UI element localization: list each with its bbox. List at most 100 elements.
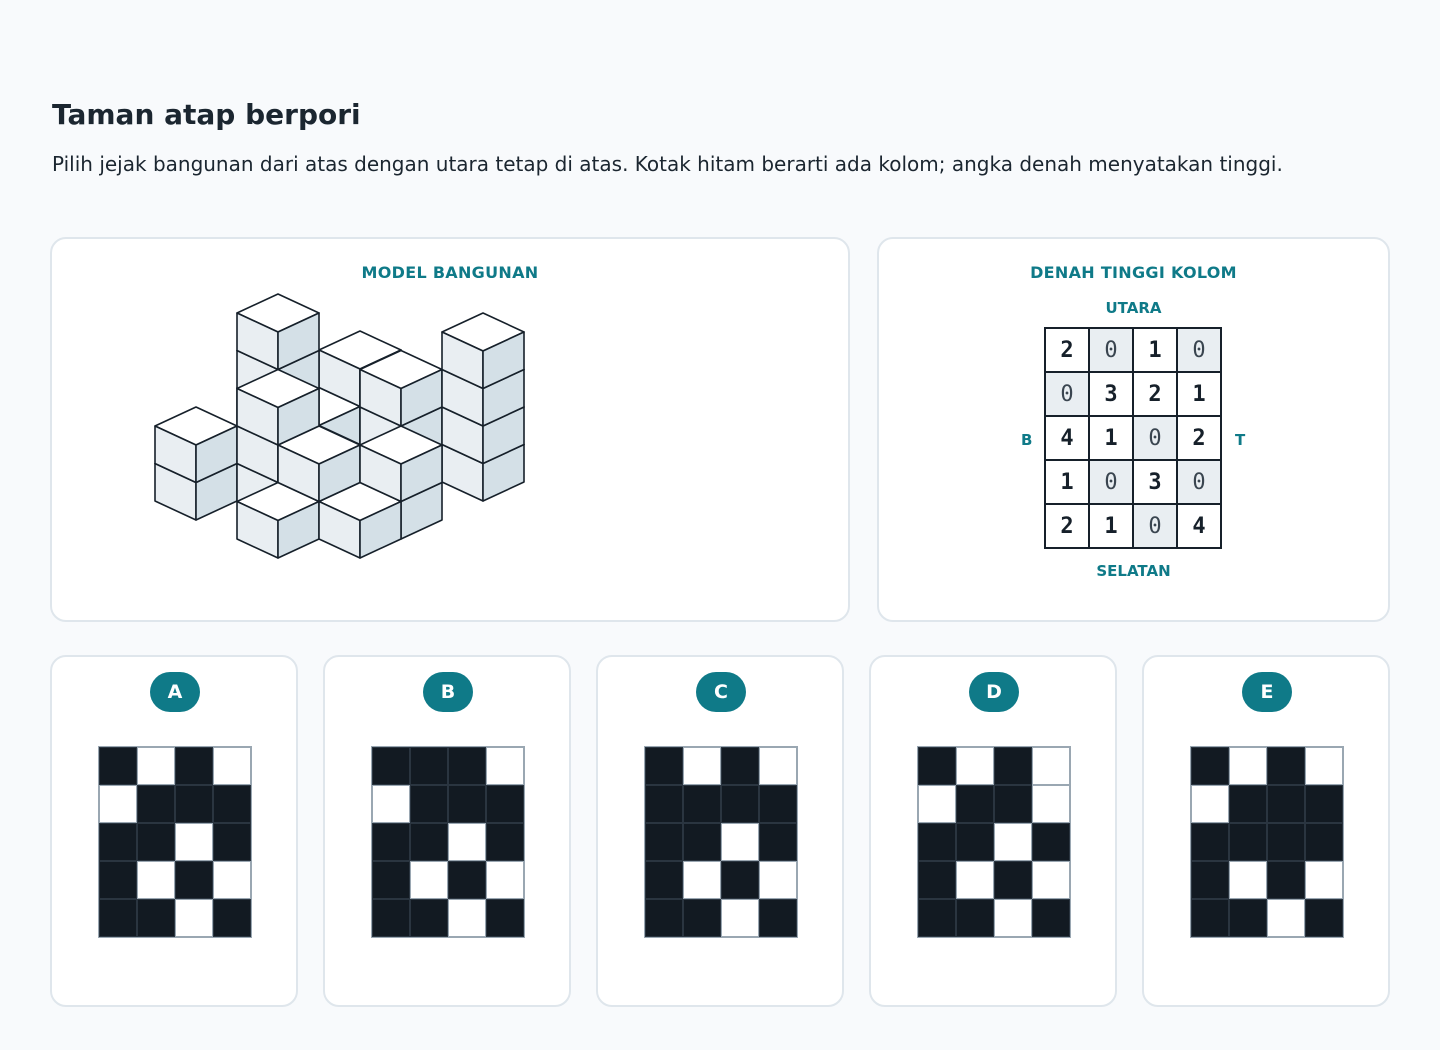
plan-cell: 1 xyxy=(1090,505,1134,549)
footprint-cell-filled xyxy=(918,861,956,899)
footprint-cell-filled xyxy=(137,899,175,937)
footprint-cell-filled xyxy=(1229,899,1267,937)
footprint-cell-filled xyxy=(1305,785,1343,823)
footprint-cell-filled xyxy=(99,861,137,899)
footprint-cell-filled xyxy=(1032,823,1070,861)
footprint-cell-filled xyxy=(448,747,486,785)
footprint-cell-filled xyxy=(956,785,994,823)
footprint-cell-filled xyxy=(99,823,137,861)
plan-cell: 0 xyxy=(1178,329,1222,373)
footprint-cell-filled xyxy=(1191,823,1229,861)
footprint-cell-filled xyxy=(99,747,137,785)
footprint-cell-filled xyxy=(486,899,524,937)
plan-cell: 3 xyxy=(1090,373,1134,417)
footprint-cell-empty xyxy=(372,785,410,823)
footprint-cell-empty xyxy=(175,823,213,861)
option-card-b[interactable]: B xyxy=(323,655,571,1007)
plan-cell: 0 xyxy=(1178,461,1222,505)
footprint-cell-filled xyxy=(1267,747,1305,785)
plan-cell: 4 xyxy=(1046,417,1090,461)
footprint-cell-filled xyxy=(137,785,175,823)
plan-cell: 1 xyxy=(1134,329,1178,373)
west-label: B xyxy=(1021,431,1033,449)
option-card-a[interactable]: A xyxy=(50,655,298,1007)
footprint-cell-empty xyxy=(918,785,956,823)
footprint-cell-filled xyxy=(683,823,721,861)
footprint-cell-empty xyxy=(486,747,524,785)
footprint-cell-filled xyxy=(213,823,251,861)
footprint-cell-filled xyxy=(175,747,213,785)
footprint-cell-empty xyxy=(1229,861,1267,899)
footprint-cell-filled xyxy=(994,785,1032,823)
option-card-e[interactable]: E xyxy=(1142,655,1390,1007)
footprint-grid xyxy=(644,746,798,938)
footprint-cell-empty xyxy=(759,747,797,785)
footprint-cell-filled xyxy=(1191,899,1229,937)
footprint-cell-filled xyxy=(372,747,410,785)
footprint-cell-filled xyxy=(213,899,251,937)
footprint-cell-empty xyxy=(1191,785,1229,823)
option-badge: C xyxy=(696,672,746,712)
plan-cell: 2 xyxy=(1178,417,1222,461)
option-badge: A xyxy=(150,672,200,712)
footprint-cell-empty xyxy=(410,861,448,899)
footprint-cell-filled xyxy=(994,861,1032,899)
footprint-cell-filled xyxy=(994,747,1032,785)
footprint-cell-empty xyxy=(137,747,175,785)
page-title: Taman atap berpori xyxy=(52,98,361,131)
instructions-text: Pilih jejak bangunan dari atas dengan ut… xyxy=(52,152,1283,176)
plan-cell: 0 xyxy=(1134,505,1178,549)
footprint-cell-filled xyxy=(759,823,797,861)
cube-face xyxy=(277,387,320,446)
option-badge: B xyxy=(423,672,473,712)
footprint-cell-filled xyxy=(683,785,721,823)
cube-face xyxy=(482,331,525,390)
east-label: T xyxy=(1235,431,1246,449)
footprint-cell-empty xyxy=(486,861,524,899)
footprint-cell-empty xyxy=(721,899,759,937)
footprint-cell-filled xyxy=(410,899,448,937)
plan-cell: 1 xyxy=(1178,373,1222,417)
footprint-cell-filled xyxy=(1267,785,1305,823)
footprint-grid xyxy=(371,746,525,938)
south-label: SELATAN xyxy=(1096,562,1171,580)
plan-cell: 1 xyxy=(1090,417,1134,461)
plan-cell: 2 xyxy=(1046,329,1090,373)
plan-cell: 3 xyxy=(1134,461,1178,505)
footprint-cell-filled xyxy=(721,785,759,823)
north-label: UTARA xyxy=(1105,299,1162,317)
plan-cell: 0 xyxy=(1134,417,1178,461)
footprint-cell-filled xyxy=(99,899,137,937)
option-badge: E xyxy=(1242,672,1292,712)
footprint-cell-filled xyxy=(918,747,956,785)
option-card-d[interactable]: D xyxy=(869,655,1117,1007)
footprint-cell-filled xyxy=(486,785,524,823)
footprint-cell-filled xyxy=(956,823,994,861)
option-card-c[interactable]: C xyxy=(596,655,844,1007)
footprint-cell-filled xyxy=(1191,747,1229,785)
footprint-cell-filled xyxy=(1305,823,1343,861)
model-panel-heading: MODEL BANGUNAN xyxy=(361,263,539,282)
footprint-cell-empty xyxy=(1267,899,1305,937)
footprint-cell-filled xyxy=(759,899,797,937)
footprint-grid xyxy=(1190,746,1344,938)
footprint-cell-filled xyxy=(645,747,683,785)
footprint-cell-filled xyxy=(410,785,448,823)
footprint-cell-empty xyxy=(448,823,486,861)
footprint-cell-filled xyxy=(175,861,213,899)
footprint-cell-empty xyxy=(1032,861,1070,899)
footprint-cell-empty xyxy=(956,861,994,899)
footprint-cell-filled xyxy=(486,823,524,861)
plan-cell: 0 xyxy=(1046,373,1090,417)
footprint-cell-filled xyxy=(645,899,683,937)
footprint-cell-filled xyxy=(410,823,448,861)
footprint-cell-filled xyxy=(645,823,683,861)
footprint-cell-empty xyxy=(1032,785,1070,823)
footprint-cell-filled xyxy=(1267,823,1305,861)
footprint-cell-empty xyxy=(99,785,137,823)
footprint-cell-empty xyxy=(721,823,759,861)
footprint-cell-filled xyxy=(683,899,721,937)
cube-face xyxy=(277,312,320,371)
